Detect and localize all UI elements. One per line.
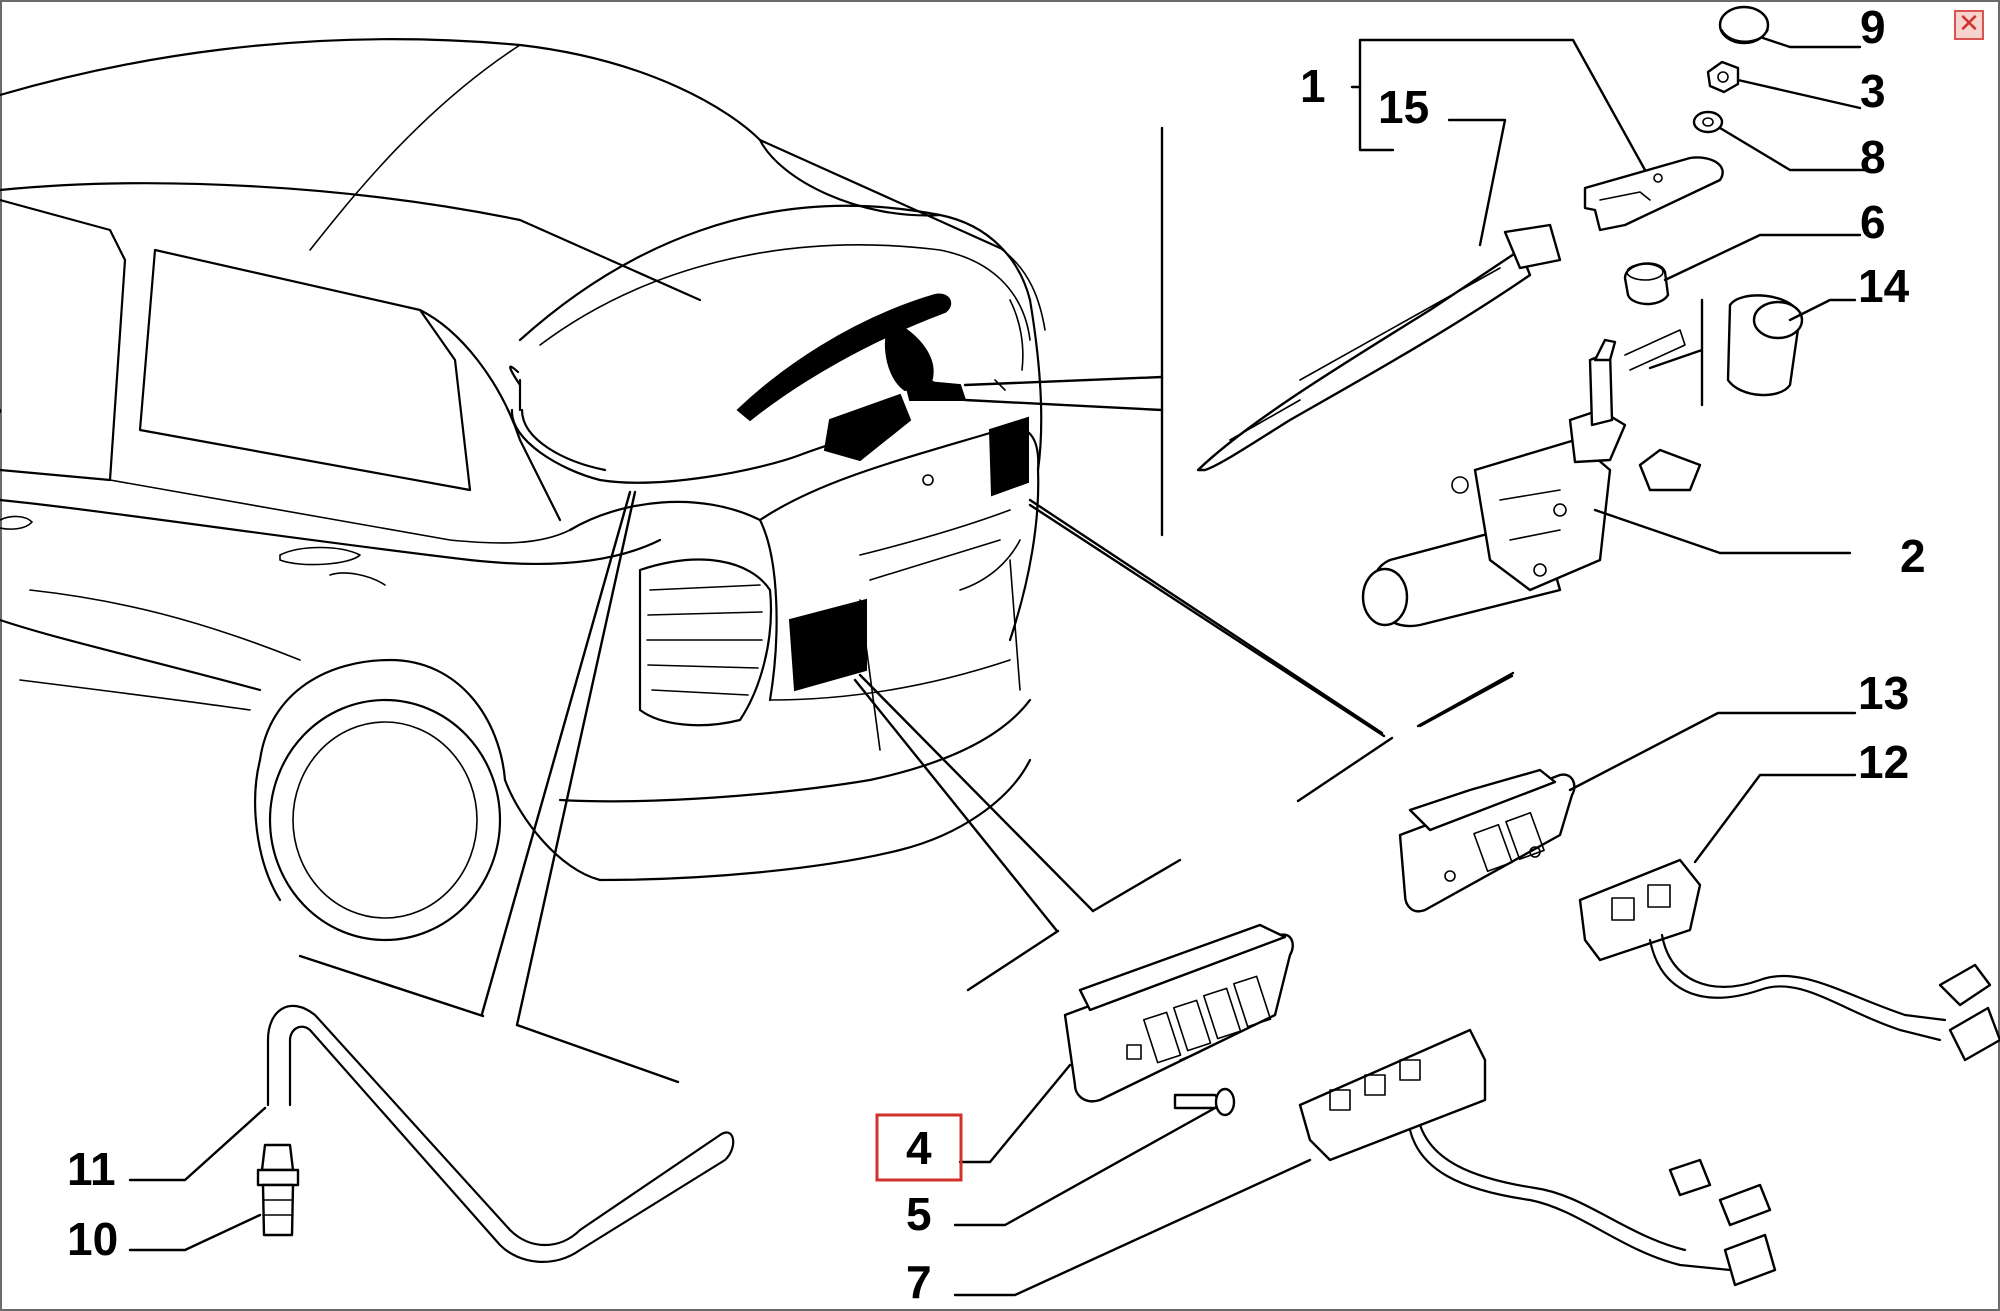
part-8-washer[interactable] (1692, 110, 1724, 134)
part-15-wiper-arm[interactable] (1196, 223, 1562, 472)
callout-6[interactable]: 6 (1860, 196, 1886, 248)
highlight-box-part-4[interactable] (875, 1113, 963, 1182)
callout-5[interactable]: 5 (906, 1188, 932, 1240)
part-11-hose[interactable] (266, 1004, 735, 1263)
callout-12[interactable]: 12 (1858, 736, 1909, 788)
callout-2[interactable]: 2 (1900, 530, 1926, 582)
callout-10[interactable]: 10 (67, 1213, 118, 1265)
part-13-switch[interactable] (1398, 768, 1576, 913)
part-6-grommet[interactable] (1623, 262, 1670, 306)
group-leaders (298, 126, 1515, 1084)
part-1-arm-cover[interactable] (1583, 156, 1724, 232)
callout-13[interactable]: 13 (1858, 667, 1909, 719)
close-button[interactable]: ✕ (1954, 10, 1984, 40)
callout-15[interactable]: 15 (1378, 81, 1429, 133)
part-12-harness[interactable] (1578, 858, 2000, 1062)
callout-9[interactable]: 9 (1860, 1, 1886, 53)
callout-4[interactable]: 4 (906, 1122, 932, 1174)
callout-11[interactable]: 11 (67, 1143, 116, 1195)
part-4-switch[interactable] (1063, 923, 1294, 1103)
callout-7[interactable]: 7 (906, 1256, 932, 1308)
part-7-harness[interactable] (1298, 1028, 1777, 1287)
part-14-sleeve[interactable] (1726, 294, 1804, 397)
part-2-wiper-motor[interactable] (1361, 329, 1702, 628)
callout-3[interactable]: 3 (1860, 65, 1886, 117)
callout-labels: 1 15 9 3 8 6 14 2 13 12 4 5 7 11 10 (67, 1, 1926, 1308)
part-10-fitting[interactable] (256, 1143, 300, 1237)
callout-8[interactable]: 8 (1860, 131, 1886, 183)
callout-leaders (128, 36, 1867, 1297)
callout-1[interactable]: 1 (1300, 60, 1326, 112)
close-icon: ✕ (1958, 9, 1980, 39)
part-5-screw[interactable] (1173, 1087, 1236, 1117)
car-illustration (0, 38, 1046, 942)
part-3-nut[interactable] (1706, 60, 1740, 94)
callout-14[interactable]: 14 (1858, 260, 1910, 312)
part-9-cap[interactable] (1718, 5, 1770, 45)
